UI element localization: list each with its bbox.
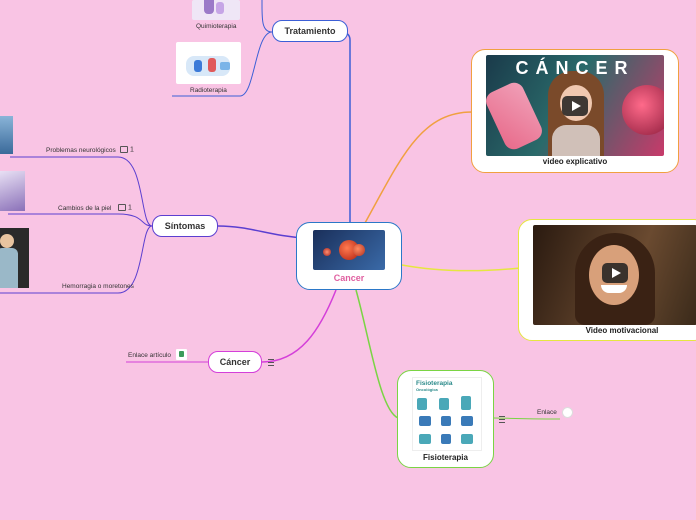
comment-icon: [120, 146, 128, 153]
sintoma1-image: [0, 116, 13, 154]
central-label: Cancer: [333, 273, 365, 283]
radioterapia-label: Radioterapia: [190, 87, 227, 94]
connector-sint2: [8, 213, 153, 227]
fisioterapia-image: Fisioterapia Oncológica: [412, 377, 482, 451]
link-thumbnail-icon[interactable]: [176, 349, 187, 360]
fisioterapia-label: Fisioterapia: [423, 453, 468, 462]
sintoma2-comment[interactable]: 1: [118, 204, 132, 211]
central-image: [313, 230, 385, 270]
video-motivacional-label: Video motivacional: [585, 326, 659, 335]
tratamiento-label: Tratamiento: [284, 26, 336, 36]
sintoma3-image: [0, 228, 29, 288]
video-motivacional-node[interactable]: Video motivacional: [518, 219, 696, 341]
fisio-image-title: Fisioterapia: [416, 380, 453, 387]
sintoma2-image: [0, 171, 25, 211]
video-explicativo-thumbnail[interactable]: CÁNCER: [486, 55, 664, 156]
connector-quimio: [261, 0, 273, 33]
sintoma1-comment[interactable]: 1: [120, 146, 134, 153]
play-icon[interactable]: [562, 96, 588, 116]
video-overlay-text: CÁNCER: [515, 58, 635, 78]
fisio-image-subtitle: Oncológica: [416, 387, 438, 392]
connector-video1: [364, 111, 473, 224]
play-icon[interactable]: [602, 263, 628, 283]
quimioterapia-label: Quimioterapia: [196, 23, 237, 30]
radioterapia-image: [176, 42, 241, 84]
connector-fisio: [355, 289, 399, 419]
menu-icon[interactable]: [499, 416, 505, 423]
central-node[interactable]: Cancer: [296, 222, 402, 290]
connector-cancer: [261, 289, 337, 363]
connector-sint1: [10, 156, 153, 227]
video-motivacional-thumbnail[interactable]: [533, 225, 696, 325]
video-explicativo-label: video explicativo: [542, 157, 608, 166]
cancer-node[interactable]: Cáncer: [208, 351, 262, 373]
menu-icon[interactable]: [268, 359, 274, 366]
sintomas-node[interactable]: Síntomas: [152, 215, 218, 237]
video-explicativo-node[interactable]: CÁNCER video explicativo: [471, 49, 679, 173]
connector-sint3: [0, 225, 153, 294]
tratamiento-node[interactable]: Tratamiento: [272, 20, 348, 42]
cancer-label: Cáncer: [219, 357, 251, 367]
sintomas-label: Síntomas: [164, 221, 206, 231]
sintoma2-label: Cambios de la piel: [58, 205, 112, 212]
connector-radio: [172, 31, 273, 97]
sintoma1-label: Problemas neurológicos: [46, 147, 116, 154]
connector-fisio-link: [493, 417, 561, 420]
comment-icon: [118, 204, 126, 211]
link-thumbnail-icon[interactable]: [562, 407, 573, 418]
connector-sintomas: [217, 225, 306, 239]
quimioterapia-image: [192, 0, 240, 20]
fisio-link-label[interactable]: Enlace: [537, 409, 557, 416]
fisioterapia-node[interactable]: Fisioterapia Oncológica Fisioterapia: [397, 370, 494, 468]
connector-video2: [401, 264, 521, 272]
connector-tratamiento: [339, 31, 351, 225]
sintoma3-label: Hemorragia o moretones: [62, 283, 134, 290]
cancer-link-label[interactable]: Enlace artículo: [128, 352, 171, 359]
